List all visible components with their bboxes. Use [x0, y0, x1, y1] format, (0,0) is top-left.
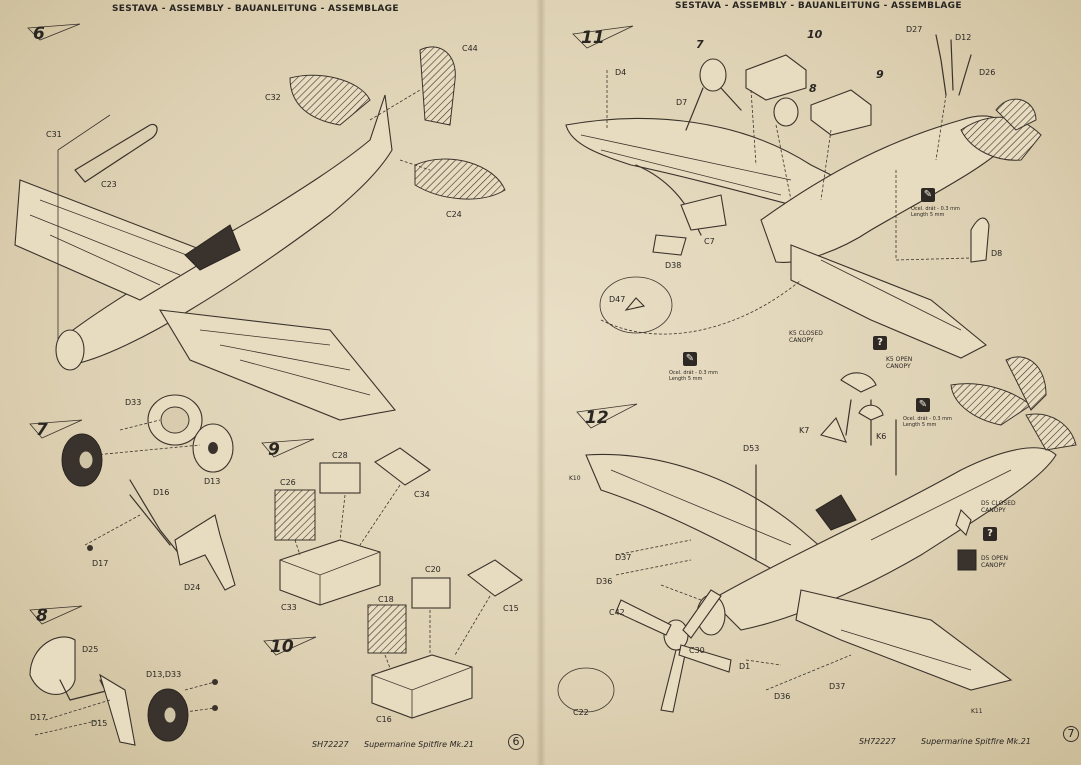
part-label: D37: [829, 682, 846, 691]
step7-wheels: [61, 394, 236, 591]
canopy-closed-label: K5 CLOSED CANOPY: [789, 330, 823, 344]
part-label: K7: [799, 426, 810, 435]
wire-note: Ocel. drát - 0.3 mm Length 5 mm: [903, 416, 952, 428]
footer-code: SH72227: [859, 737, 896, 746]
canopy-closed-label: D5 CLOSED CANOPY: [981, 500, 1016, 514]
step-11-number: 11: [581, 28, 605, 48]
step-7-number: 7: [36, 420, 48, 440]
question-icon: ?: [983, 527, 997, 541]
part-label: C26: [280, 478, 296, 487]
part-label: C20: [425, 565, 441, 574]
right-page-drawings: [557, 25, 1077, 713]
part-label: C18: [378, 595, 394, 604]
right-page: SESTAVA - ASSEMBLY - BAUANLEITUNG - ASSE…: [541, 0, 1081, 765]
part-label: D7: [676, 98, 688, 107]
part-label: D12: [955, 33, 972, 42]
step12-aircraft: [557, 356, 1077, 713]
part-label: D36: [596, 577, 613, 586]
canopy-open-label: K5 OPEN CANOPY: [886, 356, 913, 370]
part-label: D16: [153, 488, 170, 497]
page-gutter: [536, 0, 546, 765]
page-number: 7: [1063, 726, 1079, 742]
part-label: D37: [615, 553, 632, 562]
part-label: K10: [569, 475, 581, 482]
part-label: D33: [125, 398, 142, 407]
paint-tag: 9: [876, 68, 884, 81]
part-label: C22: [573, 708, 589, 717]
footer-title: Supermarine Spitfire Mk.21: [921, 737, 1031, 746]
part-label: K6: [876, 432, 887, 441]
wire-note: Ocel. drát - 0.3 mm Length 5 mm: [911, 206, 960, 218]
paint-tag: 8: [809, 82, 817, 95]
part-label: D25: [82, 645, 99, 654]
step-10-number: 10: [270, 637, 294, 657]
paint-tag: 7: [696, 38, 704, 51]
part-label: D13: [204, 477, 221, 486]
footer-title: Supermarine Spitfire Mk.21: [364, 740, 474, 749]
part-label: C23: [101, 180, 117, 189]
part-label: C24: [446, 210, 462, 219]
footer-code: SH72227: [312, 740, 349, 749]
paint-tag: 10: [807, 28, 823, 41]
part-label: C32: [265, 93, 281, 102]
step10-parts: [367, 559, 523, 719]
part-label: D8: [991, 249, 1003, 258]
part-label: D27: [906, 25, 923, 34]
part-label: C33: [281, 603, 297, 612]
part-label: C16: [376, 715, 392, 724]
step-6-number: 6: [33, 24, 45, 44]
part-label: C44: [462, 44, 478, 53]
part-label: D15: [91, 719, 108, 728]
step11-parts: [606, 34, 990, 263]
step11-aircraft: [565, 98, 1042, 359]
step-8-number: 8: [36, 606, 48, 626]
wire-icon: ✎: [683, 352, 697, 366]
part-label: D26: [979, 68, 996, 77]
part-label: C34: [414, 490, 430, 499]
part-label: C28: [332, 451, 348, 460]
wire-icon: ✎: [921, 188, 935, 202]
canopy-open-label: D5 OPEN CANOPY: [981, 555, 1008, 569]
part-label: D13,D33: [146, 670, 182, 679]
part-label: D47: [609, 295, 626, 304]
part-label: C30: [689, 646, 705, 655]
part-label: C15: [503, 604, 519, 613]
part-label: C42: [609, 608, 625, 617]
part-label: D38: [665, 261, 682, 270]
step-9-number: 9: [268, 440, 280, 460]
page-number: 6: [508, 734, 524, 750]
part-label: D53: [743, 444, 760, 453]
part-label: K11: [971, 708, 983, 715]
part-label: D4: [615, 68, 627, 77]
wire-note: Ocel. drát - 0.3 mm Length 5 mm: [669, 370, 718, 382]
left-page: SESTAVA - ASSEMBLY - BAUANLEITUNG - ASSE…: [0, 0, 540, 765]
page-header: SESTAVA - ASSEMBLY - BAUANLEITUNG - ASSE…: [112, 4, 399, 14]
left-page-drawings: [14, 23, 523, 746]
part-label: D36: [774, 692, 791, 701]
part-label: D17: [30, 713, 47, 722]
page-header: SESTAVA - ASSEMBLY - BAUANLEITUNG - ASSE…: [675, 1, 962, 11]
question-icon: ?: [873, 336, 887, 350]
part-label: C7: [704, 237, 715, 246]
part-label: D24: [184, 583, 201, 592]
wire-icon: ✎: [916, 398, 930, 412]
step-12-number: 12: [585, 408, 609, 428]
step8-undercarriage: [29, 636, 218, 746]
step6-aircraft: [14, 46, 506, 421]
part-label: C31: [46, 130, 62, 139]
step9-parts: [274, 447, 431, 606]
part-label: D1: [739, 662, 751, 671]
part-label: D17: [92, 559, 109, 568]
